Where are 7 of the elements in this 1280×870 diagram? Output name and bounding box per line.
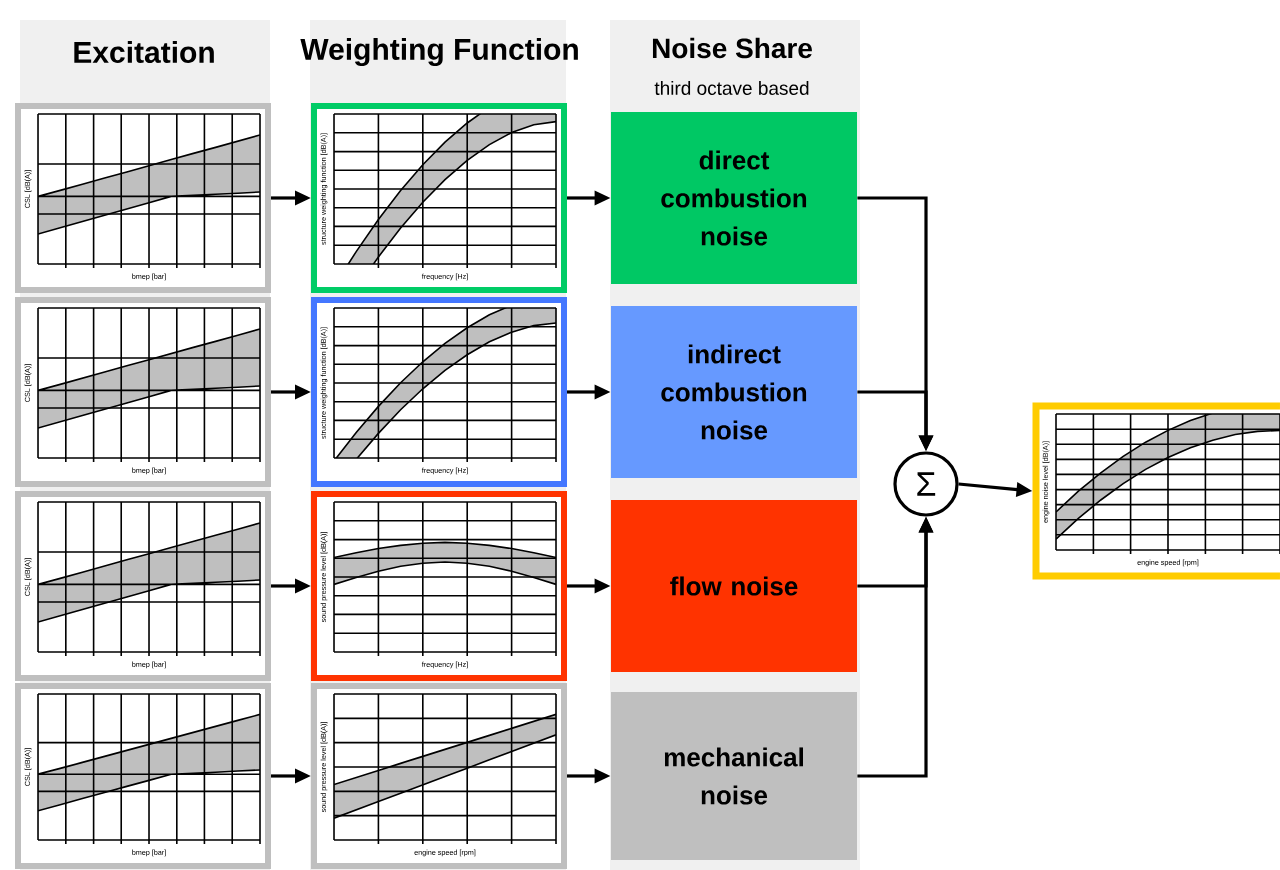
noise-box: indirect combustion noise (611, 306, 857, 478)
noise-box: direct combustion noise (611, 112, 857, 284)
noise-box: flow noise (611, 500, 857, 672)
column-heading: Weighting Function (300, 37, 578, 67)
column-heading: Noise Share (652, 37, 812, 59)
noise-box: mechanical noise (611, 692, 857, 860)
column-heading: Excitation (74, 41, 214, 63)
